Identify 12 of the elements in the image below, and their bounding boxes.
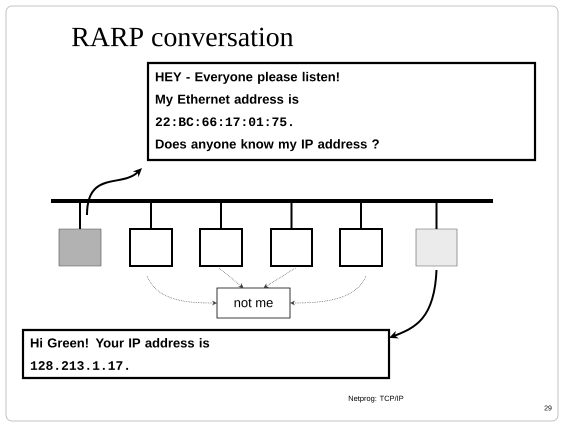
leader-arrow: [290, 276, 366, 306]
callout-box: HEY - Everyone please listen! My Ethernet address is 22:BC:66:17:01:75. Does anyone know my IP address ?: [146, 62, 536, 162]
callout-box: Hi Green! Your IP address is 128.213.1.17.: [22, 328, 390, 380]
host-box: [339, 228, 383, 267]
network-bus: [51, 199, 493, 203]
reply-box: not me: [216, 288, 290, 318]
host-box: [199, 228, 243, 267]
host-box: [58, 228, 102, 266]
host-box: [270, 228, 313, 267]
host-box: [416, 228, 458, 266]
host-box: [129, 228, 173, 267]
title: RARP conversation: [72, 28, 294, 46]
